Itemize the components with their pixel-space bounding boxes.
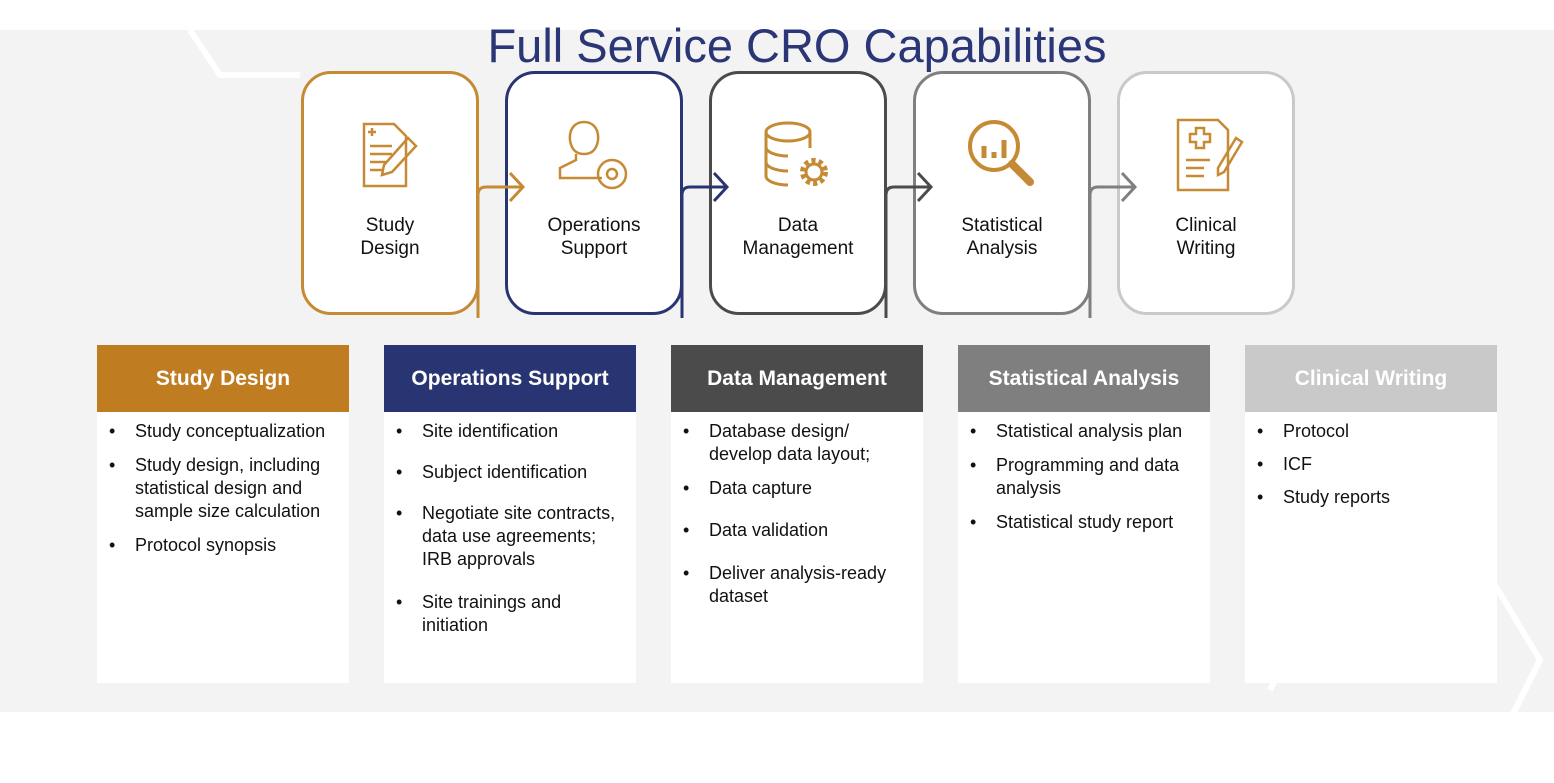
card-operations-support: Operations Support Site identificationSu… — [384, 345, 636, 683]
card-header: Data Management — [671, 345, 923, 412]
flow-step-label: Study Design — [360, 215, 420, 259]
card-header: Operations Support — [384, 345, 636, 412]
list-item: Statistical analysis plan — [970, 420, 1198, 443]
database-gear-icon — [764, 121, 828, 187]
list-item: Data capture — [683, 477, 911, 500]
list-item: Data validation — [683, 519, 911, 542]
flow-step-operations-support: Operations Support — [505, 71, 683, 315]
list-item: Deliver analysis-ready dataset — [683, 562, 911, 608]
card-clinical-writing: Clinical Writing ProtocolICF Study report… — [1245, 345, 1497, 683]
card-data-management: Data Management Database design/ develop… — [671, 345, 923, 683]
list-item: Protocol synopsis — [109, 534, 337, 557]
flow-step-label: Clinical Writing — [1175, 215, 1237, 259]
list-item: ICF — [1257, 453, 1485, 476]
page-title: Full Service CRO Capabilities — [487, 19, 1107, 72]
list-item: Site identification — [396, 420, 624, 443]
list-item: Subject identification — [396, 461, 624, 484]
list-item: Study design, including statistical desi… — [109, 454, 337, 523]
list-item: Negotiate site contracts, data use agree… — [396, 502, 624, 571]
flow-step-label: Statistical Analysis — [961, 215, 1043, 259]
list-item: Database design/ develop data layout; — [683, 420, 911, 466]
card-study-design: Study Design Study conceptualizationStud… — [97, 345, 349, 683]
flow-step-data-management: Data Management — [709, 71, 887, 315]
flow-step-clinical-writing: Clinical Writing — [1117, 71, 1295, 315]
flow-step-label: Operations Support — [547, 215, 641, 259]
flow-step-study-design: Study Design — [301, 71, 479, 315]
flow-step-statistical-analysis: Statistical Analysis — [913, 71, 1091, 315]
card-header: Clinical Writing — [1245, 345, 1497, 412]
list-item: Study reports — [1257, 486, 1485, 509]
card-statistical-analysis: Statistical Analysis Statistical analysi… — [958, 345, 1210, 683]
list-item: Study conceptualization — [109, 420, 337, 443]
list-item: Statistical study report — [970, 511, 1198, 534]
magnifier-chart-icon — [968, 120, 1034, 186]
person-gear-icon — [558, 120, 628, 190]
medical-document-pen-icon — [1176, 118, 1244, 192]
list-item: Site trainings and initiation — [396, 591, 624, 637]
document-pencil-icon — [362, 122, 418, 188]
list-item: Protocol — [1257, 420, 1485, 443]
list-item: Programming and data analysis — [970, 454, 1198, 500]
flow-step-label: Data Management — [742, 215, 854, 259]
card-header: Statistical Analysis — [958, 345, 1210, 412]
card-header: Study Design — [97, 345, 349, 412]
